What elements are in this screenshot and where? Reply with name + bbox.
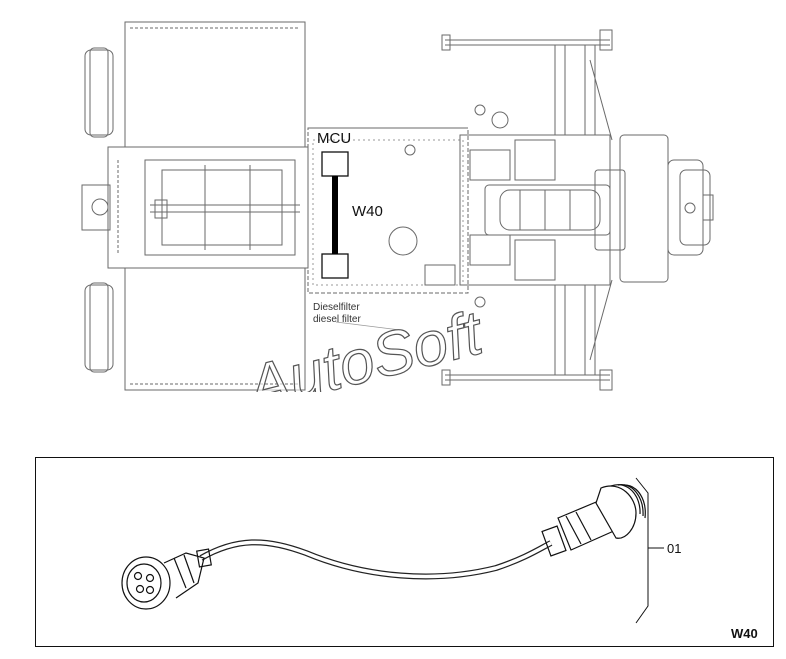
- left-rear-tire: [84, 284, 114, 371]
- engine-compartment: [459, 134, 611, 286]
- vehicle-top-view-drawing: [81, 21, 714, 391]
- part-callout-number: 01: [667, 541, 682, 556]
- part-code-label: W40: [731, 626, 758, 641]
- left-round-connector: [121, 548, 212, 610]
- diesel-filter-label-en: diesel filter: [313, 314, 361, 325]
- diesel-filter-label-de: Dieselfilter: [313, 302, 360, 313]
- left-upper-wheel: [124, 21, 306, 148]
- harness-w40: [321, 151, 349, 279]
- harness-w40-label: W40: [352, 203, 383, 220]
- mcu-label: MCU: [317, 130, 352, 147]
- left-axle-section: [107, 146, 309, 269]
- callout-bracket: [635, 477, 649, 624]
- mcu-connector-top: [321, 151, 349, 177]
- watermark-text: AutoSoft: [237, 298, 491, 392]
- part-detail-frame: [35, 457, 774, 647]
- mcu-connector-bottom: [321, 253, 349, 279]
- autosoft-watermark: AutoSoft: [237, 297, 492, 392]
- harness-w40-part-drawing: [121, 477, 664, 624]
- front-grille: [619, 134, 669, 283]
- left-front-tire: [84, 49, 114, 136]
- right-threaded-connector: [541, 484, 646, 557]
- right-upper-arm: [554, 44, 596, 136]
